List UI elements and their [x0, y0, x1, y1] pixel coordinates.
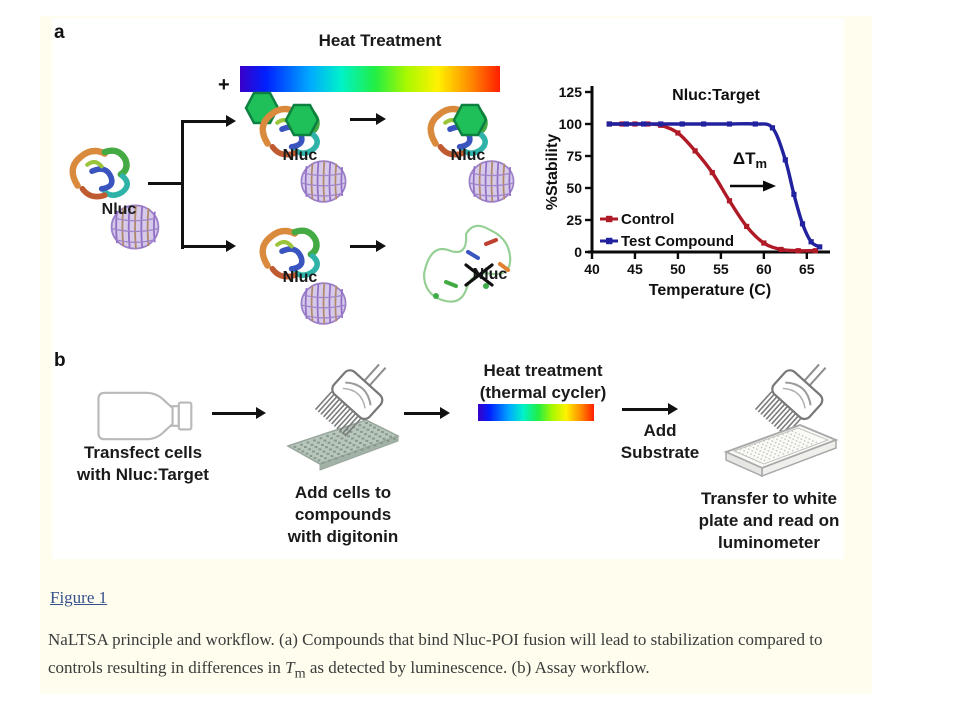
compound-hexagon-icon [452, 103, 488, 137]
delta-tm-arrow [763, 180, 776, 192]
panel-b-label: b [54, 350, 66, 371]
legend-label: Test Compound [621, 233, 734, 250]
step1-caption-line1: Transfect cells [83, 443, 203, 462]
data-point [752, 121, 758, 127]
data-point [679, 121, 685, 127]
data-point [623, 121, 629, 127]
y-tick-label: 125 [559, 84, 583, 100]
arrow-icon [350, 113, 386, 125]
panel-a-label: a [54, 22, 65, 43]
cross-out-x-icon [464, 263, 494, 287]
data-point [782, 157, 788, 163]
data-point [812, 248, 819, 254]
nluc-label: Nluc [450, 147, 486, 164]
stability-chart: 0 25 50 75 100 125 40 45 50 55 60 65 Nluc:TargetTemp… [544, 84, 830, 299]
data-point [761, 240, 767, 246]
plus-sign: + [218, 74, 230, 96]
data-point [791, 191, 797, 197]
delta-tm-annotation: ΔTm [733, 149, 767, 171]
figure-1-link[interactable]: Figure 1 [50, 588, 108, 607]
add-substrate-label: Add Substrate [600, 420, 720, 464]
add-substrate-line2: Substrate [620, 443, 700, 463]
caption-tm-subscript: m [294, 664, 306, 681]
data-point [658, 121, 664, 127]
heat-treatment-step-caption: Heat treatment (thermal cycler) [458, 360, 628, 404]
data-point [726, 121, 733, 127]
step5-caption-line1: Transfer to white [700, 489, 838, 508]
heat-caption-line1: Heat treatment [483, 361, 603, 380]
data-point [726, 198, 733, 204]
x-tick-label: 50 [670, 261, 686, 277]
data-point [778, 246, 784, 253]
y-tick-label: 75 [566, 148, 582, 164]
data-point [799, 221, 806, 227]
data-point [606, 121, 612, 127]
x-tick-label: 40 [584, 261, 600, 277]
arrow-icon [181, 240, 236, 252]
arrow-icon [181, 115, 236, 127]
pipette-and-plate-icon [287, 348, 403, 471]
compound-hexagon-icon [284, 103, 320, 137]
step1-caption-line2: with Nluc:Target [77, 465, 209, 485]
heat-caption-line2: (thermal cycler) [479, 383, 607, 403]
nluc-label: Nluc [282, 269, 318, 286]
arrow-icon [404, 407, 450, 419]
y-tick-label: 0 [574, 244, 582, 260]
figure-caption: NaLTSA principle and workflow. (a) Compo… [48, 626, 866, 685]
step2-caption-line2: compounds [294, 505, 392, 525]
caption-tm-symbol: T [285, 657, 295, 677]
arrow-icon [622, 403, 678, 415]
heat-treatment-title: Heat Treatment [318, 31, 442, 50]
step1-caption: Transfect cells with Nluc:Target [58, 442, 228, 486]
step2-caption: Add cells to compounds with digitonin [268, 482, 418, 548]
chart-ylabel: %Stability [544, 134, 561, 211]
thermal-cycler-gradient-icon [478, 404, 594, 421]
figure-image[interactable]: a Heat Treatment + Nluc Nluc Nluc [52, 18, 844, 559]
chart-title: Nluc:Target [672, 87, 760, 104]
data-point [769, 125, 776, 131]
branch-line [148, 182, 183, 185]
data-point [817, 244, 823, 250]
series-line [609, 122, 821, 249]
figure-box: a Heat Treatment + Nluc Nluc Nluc [40, 16, 872, 694]
nluc-label: Nluc [282, 147, 318, 164]
pipette-and-white-plate-icon [725, 348, 843, 477]
data-point [701, 121, 707, 127]
branch-line [181, 121, 184, 249]
data-point [640, 121, 647, 127]
add-substrate-line1: Add [643, 421, 677, 440]
y-tick-label: 50 [566, 180, 582, 196]
x-tick-label: 60 [756, 261, 772, 277]
step5-caption-line3: luminometer [717, 533, 821, 553]
x-tick-label: 45 [627, 261, 643, 277]
y-tick-label: 100 [559, 116, 583, 132]
step5-caption: Transfer to white plate and read on lumi… [680, 488, 858, 554]
y-tick-label: 25 [566, 212, 582, 228]
series-line [609, 122, 816, 253]
nluc-label-crossed: Nluc [450, 263, 530, 287]
step2-caption-line1: Add cells to [294, 483, 392, 502]
data-point [744, 223, 750, 229]
x-tick-label: 55 [713, 261, 729, 277]
nluc-label: Nluc [101, 201, 137, 218]
step5-caption-line2: plate and read on [698, 511, 840, 531]
arrow-icon [212, 407, 266, 419]
data-point [675, 130, 681, 136]
chart-xlabel: Temperature (C) [649, 282, 771, 299]
x-tick-label: 65 [799, 261, 815, 277]
caption-text-before-tm: NaLTSA principle and workflow. (a) Compo… [48, 630, 823, 677]
data-point [808, 239, 814, 245]
data-point [692, 148, 698, 154]
arrow-icon [350, 240, 386, 252]
caption-text-after-tm: as detected by luminescence. (b) Assay w… [305, 657, 650, 677]
data-point [795, 248, 801, 254]
heat-gradient-bar-icon [240, 66, 500, 92]
culture-flask-icon [97, 391, 193, 441]
data-point [709, 170, 715, 176]
legend-label: Control [621, 211, 674, 228]
step2-caption-line3: with digitonin [287, 527, 399, 547]
